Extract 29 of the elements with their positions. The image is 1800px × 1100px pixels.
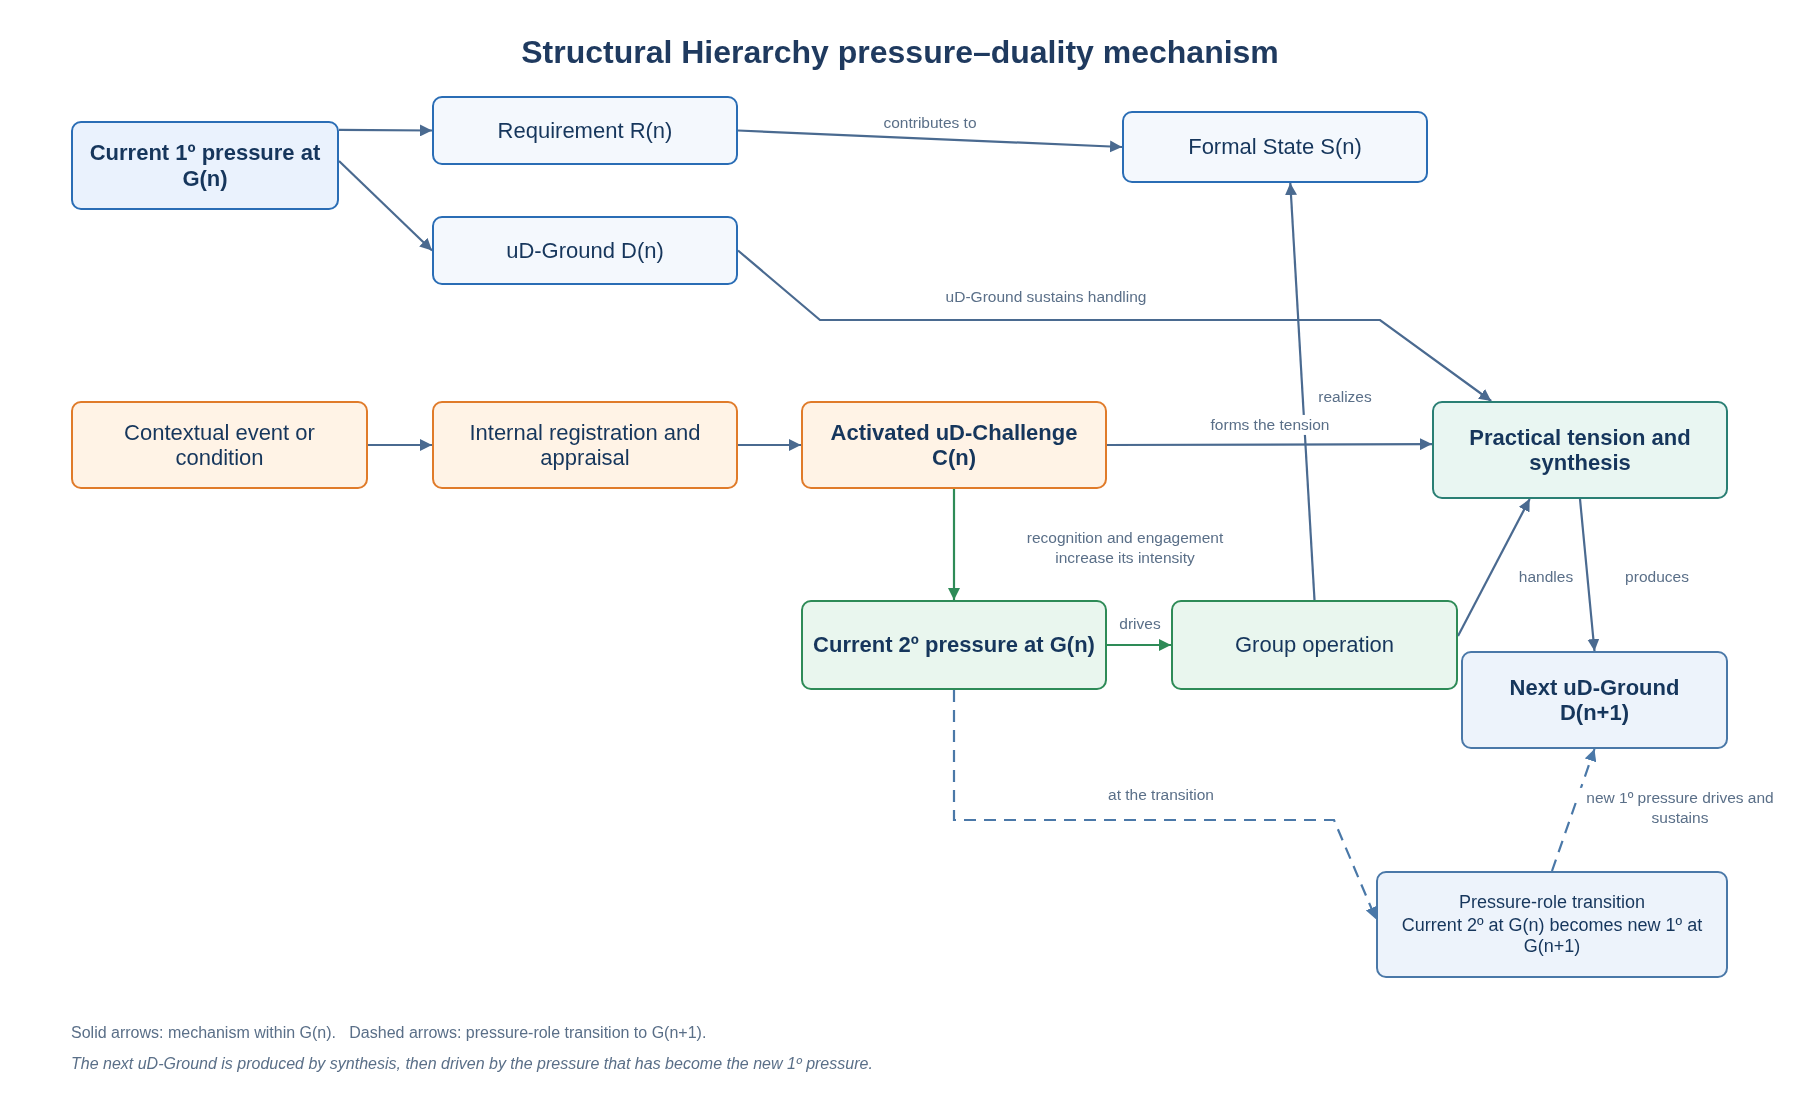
operation-box: Group operation xyxy=(1171,600,1458,690)
pressure-box: Current 2º pressure at G(n) xyxy=(801,600,1107,690)
arrow xyxy=(1285,182,1316,601)
footnote: The next uD-Ground is produced by synthesis, then driven by the pressure that has become the new 1º pressure. xyxy=(71,1055,873,1073)
footnote: Solid arrows: mechanism within G(n). Dashed arrows: pressure-role transition to G(n+1). xyxy=(71,1024,707,1042)
synthesis-box: Practical tension and synthesis xyxy=(1432,401,1728,499)
arrow xyxy=(1578,498,1600,652)
arrow xyxy=(1457,498,1531,637)
requirement-box: Requirement R(n) xyxy=(432,96,738,165)
arrow xyxy=(737,129,1123,153)
arrow xyxy=(338,160,433,252)
arrow xyxy=(738,439,801,451)
transition-box: Pressure-role transition Current 2º at G(n) becomes new 1º at G(n+1) xyxy=(1376,871,1728,978)
event-box: Contextual event or condition xyxy=(71,401,368,489)
arrow xyxy=(952,690,1377,920)
arrow xyxy=(368,439,432,451)
arrow xyxy=(948,489,960,600)
arrow xyxy=(1107,639,1171,651)
arrow xyxy=(339,124,432,137)
ground-box: uD-Ground D(n) xyxy=(432,216,738,285)
state-box: Formal State S(n) xyxy=(1122,111,1428,183)
arrow xyxy=(1550,748,1597,872)
arrow xyxy=(1107,438,1432,451)
ground-box: Next uD-Ground D(n+1) xyxy=(1461,651,1728,749)
diagram-title: Structural Hierarchy pressure–duality mechanism xyxy=(520,34,1280,71)
arrow xyxy=(737,249,1492,402)
process-box: Internal registration and appraisal xyxy=(432,401,738,489)
pressure-box: Current 1º pressure at G(n) xyxy=(71,121,339,210)
challenge-box: Activated uD-Challenge C(n) xyxy=(801,401,1107,489)
